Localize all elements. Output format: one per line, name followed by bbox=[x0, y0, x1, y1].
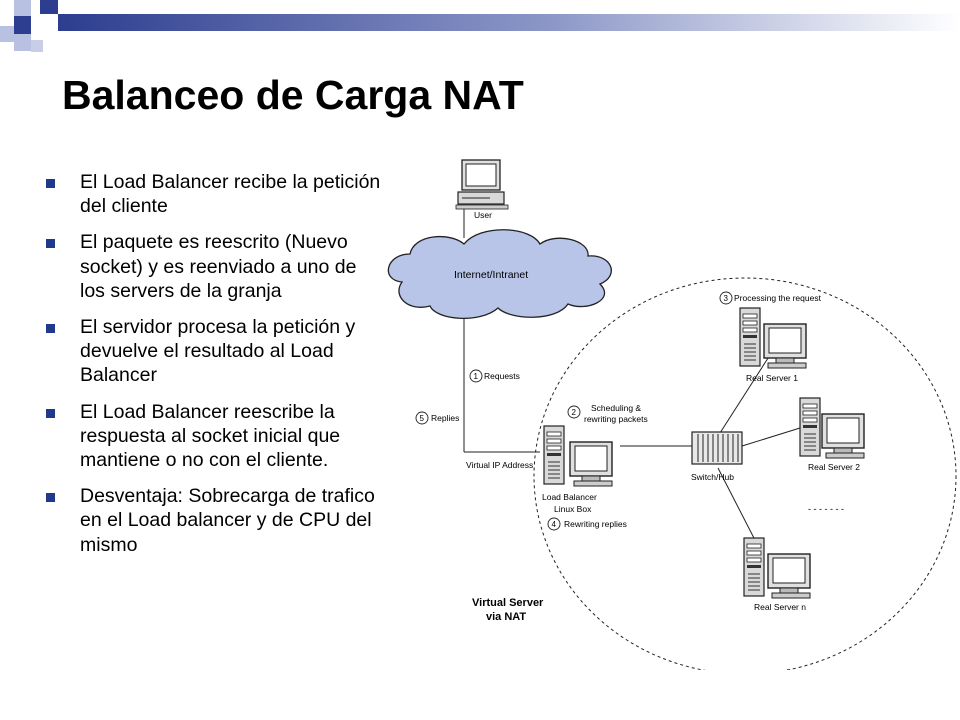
more-servers-dashes: - - - - - - - bbox=[808, 504, 844, 514]
step1-number: 1 bbox=[474, 372, 479, 381]
user-label: User bbox=[474, 210, 492, 220]
lb-label-line1: Load Balancer bbox=[542, 492, 597, 502]
step1-label: Requests bbox=[484, 371, 520, 381]
step2-label-line2: rewriting packets bbox=[584, 414, 648, 424]
bullet-item: Desventaja: Sobrecarga de trafico en el … bbox=[44, 484, 384, 557]
step2-number: 2 bbox=[572, 408, 577, 417]
virtual-server-boundary bbox=[533, 277, 957, 670]
step5-number: 5 bbox=[420, 414, 425, 423]
real-server-n-icon bbox=[743, 537, 811, 599]
bullet-item: El Load Balancer recibe la petición del … bbox=[44, 170, 384, 218]
step1-marker bbox=[469, 369, 483, 383]
load-balancer-icon bbox=[543, 425, 613, 487]
user-computer-icon bbox=[455, 159, 509, 210]
bullet-item: El servidor procesa la petición y devuel… bbox=[44, 315, 384, 388]
step3-label: Processing the request bbox=[734, 293, 822, 303]
bullet-text: El paquete es reescrito (Nuevo socket) y… bbox=[80, 231, 357, 302]
nat-network-diagram: User Internet/Intranet 1 Requests 5 Repl… bbox=[387, 159, 957, 670]
link-switch-server2 bbox=[741, 427, 801, 447]
real-server-2-icon bbox=[799, 397, 865, 459]
step2-marker bbox=[567, 405, 581, 419]
slide-title: Balanceo de Carga NAT bbox=[62, 72, 524, 118]
bullet-text: Desventaja: Sobrecarga de trafico en el … bbox=[80, 485, 375, 556]
step4-number: 4 bbox=[552, 520, 557, 529]
step5-label: Replies bbox=[431, 413, 459, 423]
bullet-text: El Load Balancer recibe la petición del … bbox=[80, 171, 381, 218]
step4-label: Rewriting replies bbox=[564, 519, 627, 529]
bullet-list: El Load Balancer recibe la petición del … bbox=[44, 170, 384, 569]
servern-label: Real Server n bbox=[754, 602, 806, 612]
step2-label-line1: Scheduling & bbox=[591, 403, 641, 413]
bullet-marker bbox=[46, 408, 55, 418]
virtual-ip-label: Virtual IP Address bbox=[466, 460, 533, 470]
switch-hub-icon bbox=[691, 431, 743, 465]
header-gradient-bar bbox=[58, 14, 960, 31]
virtual-server-label-line2: via NAT bbox=[486, 611, 526, 623]
bullet-item: El paquete es reescrito (Nuevo socket) y… bbox=[44, 230, 384, 303]
switch-label: Switch/Hub bbox=[691, 472, 734, 482]
lb-label-line2: Linux Box bbox=[554, 504, 592, 514]
bullet-text: El servidor procesa la petición y devuel… bbox=[80, 316, 356, 387]
internet-cloud bbox=[387, 229, 612, 319]
server2-label: Real Server 2 bbox=[808, 462, 860, 472]
step4-marker bbox=[547, 517, 561, 531]
bullet-item: El Load Balancer reescribe la respuesta … bbox=[44, 400, 384, 473]
step5-marker bbox=[415, 411, 429, 425]
cloud-label: Internet/Intranet bbox=[454, 269, 528, 281]
link-switch-server1 bbox=[719, 354, 771, 434]
bullet-marker bbox=[46, 179, 55, 188]
step3-marker bbox=[719, 291, 733, 305]
real-server-1-icon bbox=[739, 307, 807, 369]
bullet-text: El Load Balancer reescribe la respuesta … bbox=[80, 400, 341, 472]
link-switch-servern bbox=[717, 467, 757, 543]
bullet-marker bbox=[46, 493, 55, 503]
virtual-server-label-line1: Virtual Server bbox=[472, 597, 544, 609]
bullet-marker bbox=[46, 239, 55, 249]
step3-number: 3 bbox=[724, 294, 729, 303]
server1-label: Real Server 1 bbox=[746, 373, 798, 383]
header-decoration-squares bbox=[0, 0, 80, 60]
bullet-marker bbox=[46, 324, 55, 334]
